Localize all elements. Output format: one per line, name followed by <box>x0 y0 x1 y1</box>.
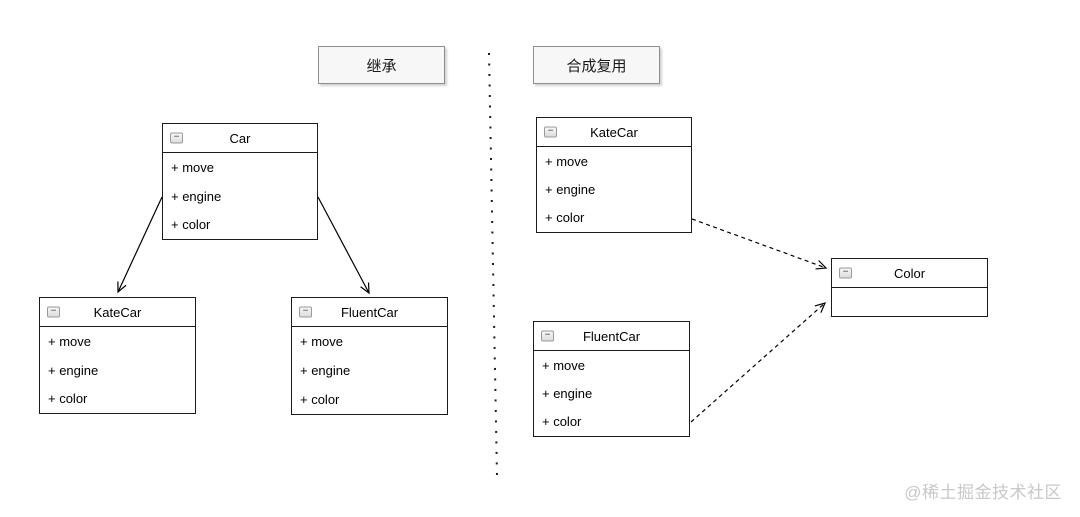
class-member: + color <box>48 391 88 407</box>
class-box-color[interactable]: − Color <box>831 258 988 317</box>
class-member: + color <box>300 392 340 407</box>
inheritance-section-label-box: 继承 <box>318 46 445 84</box>
collapse-icon[interactable]: − <box>544 126 557 138</box>
class-box-car[interactable]: − Car + move + engine + color <box>162 123 318 240</box>
class-header-fluentcar-left: − FluentCar <box>292 298 447 327</box>
class-title-color: Color <box>893 265 926 281</box>
class-header-fluentcar-right: − FluentCar <box>534 322 689 351</box>
class-title-katecar-left: KateCar <box>93 304 142 320</box>
class-member: + engine <box>542 385 593 401</box>
class-title-fluentcar-left: FluentCar <box>340 304 399 320</box>
class-member: + color <box>545 210 585 226</box>
inheritance-arrow-car-to-katecar <box>117 196 163 294</box>
section-divider-line <box>488 52 498 477</box>
class-member: + color <box>542 414 582 430</box>
collapse-icon[interactable]: − <box>170 132 183 144</box>
class-box-katecar-left[interactable]: − KateCar + move + engine + color <box>39 297 196 414</box>
composition-section-label-box: 合成复用 <box>533 46 660 84</box>
class-member: + move <box>300 334 343 349</box>
collapse-icon[interactable]: − <box>839 267 852 279</box>
class-box-fluentcar-left[interactable]: − FluentCar + move + engine + color <box>291 297 448 415</box>
inheritance-section-label: 继承 <box>366 57 397 75</box>
class-header-katecar-left: − KateCar <box>40 298 195 327</box>
collapse-icon[interactable]: − <box>299 306 312 318</box>
inheritance-arrow-car-to-fluentcar <box>317 196 370 295</box>
class-title-katecar-right: KateCar <box>590 124 638 140</box>
class-box-katecar-right[interactable]: − KateCar + move + engine + color <box>536 117 692 233</box>
collapse-icon[interactable]: − <box>541 330 554 342</box>
class-member: + move <box>171 159 214 175</box>
class-body-katecar-right: + move + engine + color <box>537 147 691 232</box>
class-body-fluentcar-left: + move + engine + color <box>292 327 447 414</box>
class-body-color <box>832 288 987 316</box>
class-header-car: − Car <box>163 124 317 153</box>
class-member: + engine <box>300 363 351 378</box>
class-title-fluentcar-right: FluentCar <box>582 328 641 344</box>
class-header-katecar-right: − KateCar <box>537 118 691 147</box>
class-member: + engine <box>545 181 596 197</box>
class-member: + move <box>545 153 588 169</box>
class-box-fluentcar-right[interactable]: − FluentCar + move + engine + color <box>533 321 690 437</box>
class-member: + engine <box>171 188 222 204</box>
class-member: + move <box>48 333 91 349</box>
class-member: + engine <box>48 362 99 378</box>
dependency-arrow-fluentcar-to-color <box>690 302 827 423</box>
class-body-fluentcar-right: + move + engine + color <box>534 351 689 436</box>
dependency-arrow-katecar-to-color <box>691 218 828 270</box>
class-body-car: + move + engine + color <box>163 153 317 239</box>
watermark-text: @稀土掘金技术社区 <box>904 483 1062 502</box>
composition-section-label: 合成复用 <box>566 57 627 75</box>
class-header-color: − Color <box>832 259 987 288</box>
class-title-car: Car <box>229 130 251 146</box>
class-member: + move <box>542 357 585 373</box>
class-body-katecar-left: + move + engine + color <box>40 327 195 413</box>
class-member: + color <box>171 217 211 233</box>
collapse-icon[interactable]: − <box>47 306 60 318</box>
